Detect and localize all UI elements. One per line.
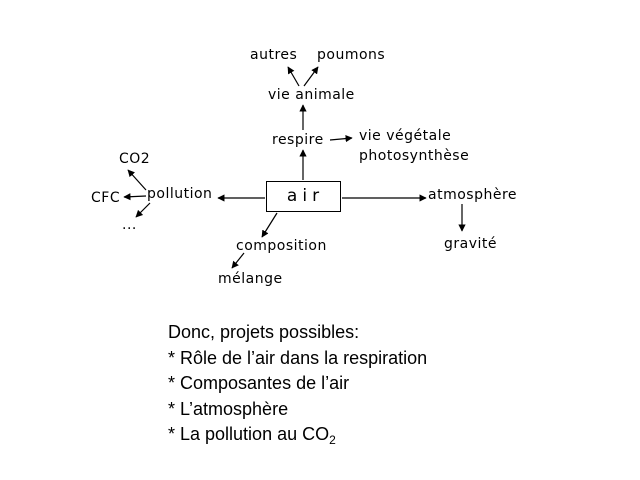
node-ellipsis: ...	[122, 217, 137, 233]
conclusion-item-pollution-text: * La pollution au CO	[168, 424, 330, 444]
node-vie-animale: vie animale	[268, 87, 355, 103]
arrow-respire-to-vie-vegetale	[329, 135, 353, 143]
node-co2-base: CO	[119, 151, 141, 167]
node-vie-vegetale: vie végétale	[359, 128, 452, 144]
conclusion-item-respiration: * Rôle de l’air dans la respiration	[168, 347, 428, 368]
conclusion-co2-subscript: 2	[329, 433, 336, 447]
arrow-vie-animale-to-autres	[287, 66, 300, 87]
arrow-pollution-to-cfc	[123, 193, 147, 201]
arrow-vie-animale-to-poumons	[303, 66, 319, 87]
node-atmosphere: atmosphère	[428, 187, 517, 203]
node-air: air	[286, 186, 325, 206]
conclusion-heading: Donc, projets possibles:	[168, 322, 360, 342]
conclusion-text: Donc, projets possibles: * Rôle de l’air…	[168, 320, 427, 450]
node-co2-subscript: 2	[140, 151, 151, 167]
conclusion-item-composantes: * Composantes de l’air	[168, 373, 350, 393]
node-gravite: gravité	[444, 236, 497, 252]
node-autres: autres	[250, 47, 298, 63]
node-co2: CO2	[119, 152, 150, 166]
arrow-composition-to-melange	[231, 252, 245, 269]
arrow-pollution-to-ellipsis	[135, 202, 151, 218]
node-melange: mélange	[218, 271, 283, 287]
node-poumons: poumons	[317, 47, 386, 63]
node-respire: respire	[272, 132, 324, 148]
node-air-box	[266, 181, 341, 212]
conclusion-item-atmosphere: * L’atmosphère	[168, 398, 289, 419]
node-composition: composition	[236, 238, 327, 254]
conclusion-item-pollution: * La pollution au CO2	[168, 422, 427, 450]
arrow-air-to-composition	[261, 212, 278, 238]
node-pollution: pollution	[147, 186, 213, 202]
node-photosynthese: photosynthèse	[359, 148, 470, 164]
node-cfc: CFC	[91, 190, 121, 206]
arrow-pollution-to-co2	[127, 169, 147, 191]
